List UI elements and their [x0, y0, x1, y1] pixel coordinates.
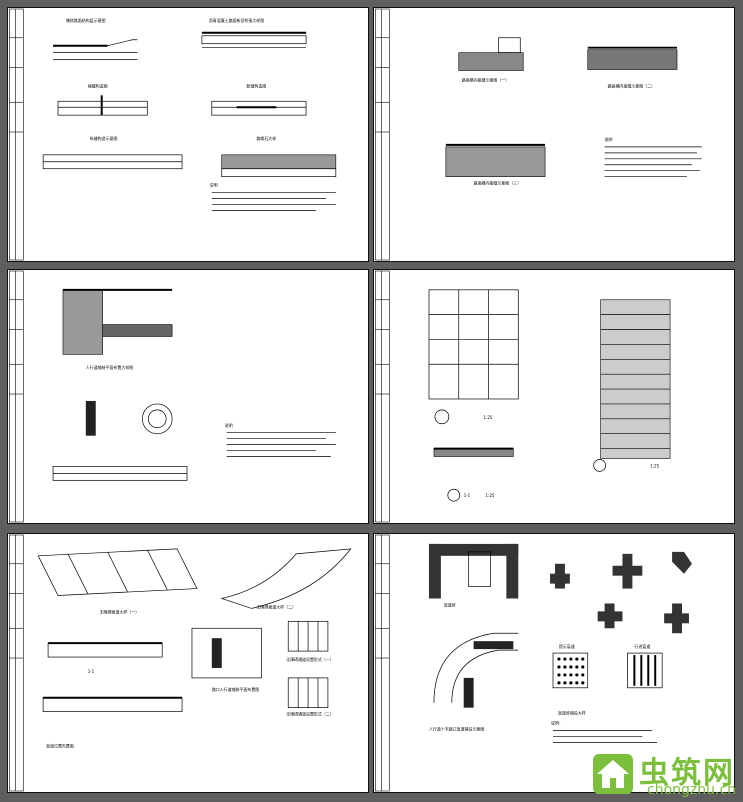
drawing-sheet-6: 盲道砖 人行道十字路口盲道铺设示意图 提示盲道 行进盲道 盲道砖铺设大样 说明： [373, 533, 735, 793]
sheet-1-drawing: 撤除路面结构层示意图 沥青混凝土路面新旧衔接大样图 缩缝构造图 胀缝构造图 纵缝… [9, 8, 337, 261]
drawing-sheet-2: 路面横向接缝示意图（一） 路面横向接缝示意图（二） 路面横向接缝示意图（三） 说… [373, 7, 735, 262]
label-longitudinal-joint: 纵缝构造示意图 [90, 136, 118, 141]
label-barrier-free-2: 无障碍通道设置形式（二） [286, 712, 333, 717]
house-logo-icon [593, 754, 633, 794]
watermark-url: chongzhu.cn [647, 782, 737, 798]
watermark-brand: 虫筑网 [639, 756, 735, 791]
sheet-3-drawing: 人行道铺装平面布置大样图 说明 [9, 270, 336, 523]
label-blind-path-position: 盲道位置布置图 [46, 743, 74, 748]
label-intersection-layout: 路口人行道铺装平面布置图 [212, 687, 259, 692]
drawing-sheet-4: 1:25 1:25 1-1 1:25 [373, 269, 735, 524]
label-asphalt-joint: 沥青混凝土路面新旧衔接大样图 [209, 18, 264, 23]
label-barrier-free-1: 无障碍通道设置形式（一） [286, 657, 333, 662]
label-shrink-joint: 缩缝构造图 [88, 83, 108, 88]
watermark: 虫筑网 chongzhu.cn [589, 748, 741, 800]
label-notes-1: 说明 [210, 183, 218, 188]
sheet-4-drawing: 1:25 1:25 1-1 1:25 [375, 270, 671, 523]
sheet-6-drawing: 盲道砖 人行道十字路口盲道铺设示意图 提示盲道 行进盲道 盲道砖铺设大样 说明： [375, 534, 692, 792]
label-expansion-joint: 胀缝构造图 [247, 83, 267, 88]
label-notes-2: 说明 [605, 137, 613, 142]
label-remove-layers: 撤除路面结构层示意图 [66, 18, 106, 23]
label-sidewalk-layout: 人行道铺装平面布置大样图 [86, 365, 133, 370]
label-transverse-joint-2: 路面横向接缝示意图（二） [608, 83, 655, 88]
label-notes-3: 说明 [225, 423, 233, 428]
sheet-2-drawing: 路面横向接缝示意图（一） 路面横向接缝示意图（二） 路面横向接缝示意图（三） 说… [375, 8, 702, 261]
label-scale-3: 1:25 [486, 493, 495, 498]
label-scale-2: 1:25 [650, 463, 659, 468]
drawing-sheet-1: 撤除路面结构层示意图 沥青混凝土路面新旧衔接大样图 缩缝构造图 胀缝构造图 纵缝… [7, 7, 369, 262]
drawing-sheet-5: 无障碍坡道大样（一） 无障碍坡道大样（二） 1-1 路口人行道铺装平面布置图 无… [7, 533, 369, 793]
label-warning-blind-path: 提示盲道 [559, 644, 575, 649]
label-blind-brick-detail: 盲道砖铺设大样 [558, 711, 586, 716]
label-section-1-1: 1-1 [464, 493, 471, 498]
label-transverse-joint-1: 路面横向接缝示意图（一） [462, 77, 509, 82]
label-curb-detail: 路缘石大样 [256, 136, 276, 141]
label-ramp-2: 无障碍坡道大样（二） [256, 604, 296, 609]
drawing-sheet-3: 人行道铺装平面布置大样图 说明 [7, 269, 369, 524]
label-notes-6: 说明： [551, 721, 563, 726]
label-scale-1: 1:25 [484, 415, 493, 420]
label-section-a: 1-1 [88, 669, 95, 674]
label-blind-brick: 盲道砖 [444, 602, 456, 607]
label-ramp-1: 无障碍坡道大样（一） [100, 609, 140, 614]
label-guiding-blind-path: 行进盲道 [634, 644, 650, 649]
label-transverse-joint-3: 路面横向接缝示意图（三） [474, 181, 521, 186]
label-crossing-blind-path: 人行道十字路口盲道铺设示意图 [429, 726, 484, 731]
sheet-5-drawing: 无障碍坡道大样（一） 无障碍坡道大样（二） 1-1 路口人行道铺装平面布置图 无… [9, 534, 352, 792]
